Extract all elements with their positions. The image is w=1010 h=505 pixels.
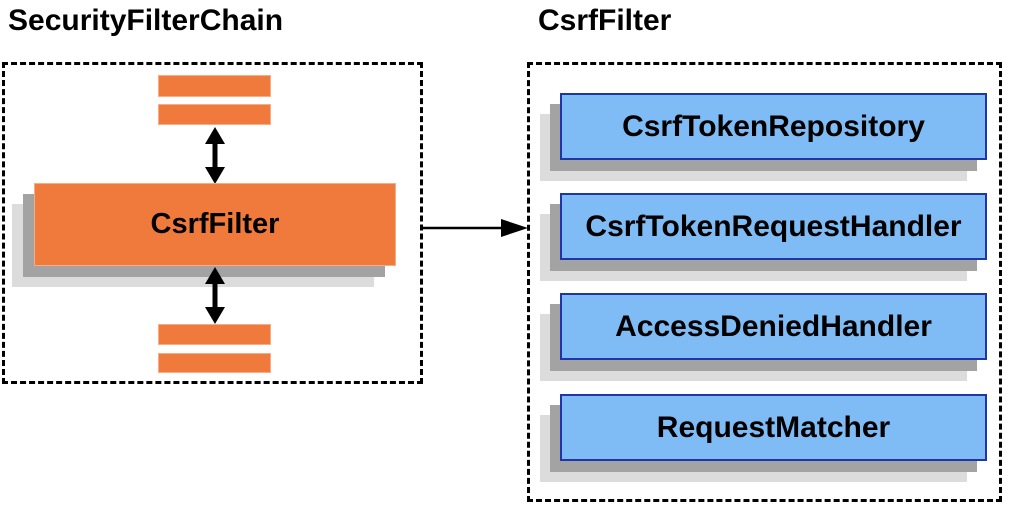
csrf-filter-node-label: CsrfFilter	[150, 208, 280, 240]
component-label: AccessDeniedHandler	[615, 309, 932, 343]
csrf-filter-components-container: CsrfTokenRepository CsrfTokenRequestHand…	[527, 62, 1002, 502]
component-node-csrf-token-repository: CsrfTokenRepository	[560, 93, 987, 160]
component-node-access-denied-handler: AccessDeniedHandler	[560, 293, 987, 360]
security-filter-chain-title: SecurityFilterChain	[8, 4, 284, 37]
component-label: CsrfTokenRequestHandler	[585, 209, 962, 243]
filter-placeholder-bar	[158, 353, 271, 373]
component-label: CsrfTokenRepository	[622, 109, 925, 143]
bidirectional-arrow-icon	[205, 127, 225, 184]
flow-arrow-icon	[423, 219, 528, 237]
csrf-filter-node: CsrfFilter	[34, 183, 396, 266]
filter-placeholder-bar	[158, 324, 271, 345]
security-filter-chain-container: CsrfFilter	[2, 62, 423, 384]
csrf-filter-title: CsrfFilter	[538, 4, 672, 37]
component-label: RequestMatcher	[656, 410, 891, 444]
component-node-csrf-token-request-handler: CsrfTokenRequestHandler	[560, 193, 987, 260]
bidirectional-arrow-icon	[205, 267, 225, 324]
filter-placeholder-bar	[158, 104, 271, 125]
filter-placeholder-bar	[158, 75, 271, 97]
component-node-request-matcher: RequestMatcher	[560, 394, 987, 461]
